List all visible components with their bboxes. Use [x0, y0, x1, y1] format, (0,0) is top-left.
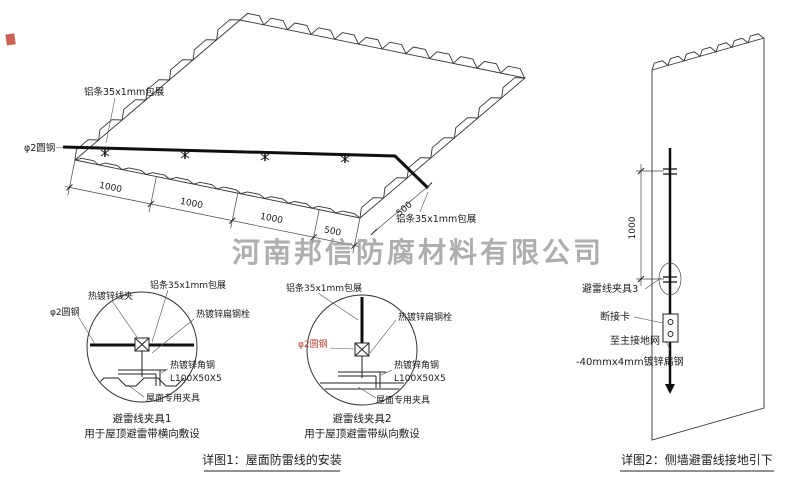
label-disconnect-card: 断接卡: [600, 310, 630, 323]
dimension-extension-lines: [67, 159, 361, 254]
dim-label-500-bottom: 500: [323, 225, 342, 238]
red-stamp-mark: [5, 33, 16, 46]
label-round-steel-detail-1: φ2圆钢: [50, 306, 80, 318]
label-angle-steel-spec-1: L100X50X5: [170, 374, 222, 384]
leader-round-steel-roof: [55, 146, 65, 149]
label-roof-fixture-2: 屋面专用夹具: [376, 394, 430, 406]
side-wall-view: 1000 避雷线夹具3 断接卡 至主接地网 -40mmx4mm镀锌扁钢: [576, 33, 765, 441]
label-roof-fixture-1: 屋面专用夹具: [146, 392, 200, 404]
roof-sheet-base: [75, 20, 525, 218]
roof-cable-clamps: [100, 147, 350, 163]
roof-front-eave-profile: [74, 157, 360, 218]
dim-label-1000-wall: 1000: [628, 216, 638, 239]
clamp2-usage: 用于屋顶避雷带纵向敷设: [304, 427, 420, 440]
label-wire-clamp-1: 热镀锌线夹: [88, 290, 133, 302]
dim-label-1000-3: 1000: [259, 212, 284, 226]
roof-annotations: 铝条35x1mm包展 φ2圆钢 铝条35x1mm包展: [24, 86, 477, 225]
disconnect-card-symbol: [662, 313, 679, 343]
roof-back-edge-profile: [239, 12, 525, 78]
label-alu-strip-detail-2: 铝条35x1mm包展: [286, 282, 362, 294]
detail-circle-1: 热镀锌线夹 铝条35x1mm包展 热镀锌扁钢栓 φ2圆钢 热镀锌角钢 L100X…: [50, 279, 250, 440]
roof-dimensions: 1000 1000 1000 500 500: [64, 159, 433, 254]
detail-1-internals: [90, 337, 194, 387]
label-to-main-ground: 至主接地网: [610, 334, 660, 347]
leader-alu-strip-left: [105, 97, 116, 144]
wall-top-profile: [651, 33, 765, 71]
detail-1-leaders: [77, 289, 195, 398]
clamp1-title: 避雷线夹具1: [112, 412, 171, 425]
detail-2-internals: [320, 297, 404, 390]
dimension-ticks: [66, 184, 358, 249]
label-angle-steel-2: 热镀锌角钢: [394, 359, 439, 371]
angle-steel-detail-2: [338, 371, 386, 388]
dimension-ticks-right: [370, 182, 433, 236]
clamp-x-1b: [134, 337, 150, 352]
label-round-steel-detail-2: φ2圆钢: [298, 338, 328, 350]
roof-right-end-profile: [359, 77, 526, 219]
caption-detail-1: 详图1：屋面防雷线的安装: [202, 452, 342, 467]
label-flat-steel-bolt-1: 热镀锌扁钢栓: [196, 308, 250, 320]
roof-profile-section-1: [95, 377, 185, 387]
label-round-steel-roof: φ2圆钢: [24, 142, 55, 154]
label-clamp3: 避雷线夹具3: [582, 282, 638, 295]
company-watermark: 河南邦信防腐材料有限公司: [232, 236, 604, 269]
dimension-line-right: [373, 185, 430, 233]
roof-isometric-view: [62, 12, 526, 219]
wall-dimension: 1000: [628, 164, 664, 286]
lightning-cable-roof: [62, 145, 430, 190]
caption-detail-2: 详图2：侧墙避雷线接地引下: [621, 452, 773, 467]
wall-corrugation: [651, 37, 765, 441]
clamp2-title: 避雷线夹具2: [332, 412, 391, 425]
detail-2-leaders: [317, 292, 397, 399]
detail-circle-2: 铝条35x1mm包展 热镀锌扁钢栓 φ2圆钢 热镀锌角钢 L100X50X5 屋…: [286, 282, 452, 440]
wall-leaders: [633, 277, 671, 362]
angle-steel-detail-1: [118, 369, 166, 386]
clamp1-usage: 用于屋顶避雷带横向敷设: [84, 427, 200, 440]
ground-arrowhead: [665, 384, 675, 394]
label-alu-strip-detail-1: 铝条35x1mm包展: [150, 279, 226, 291]
dim-label-1000-1: 1000: [98, 181, 123, 195]
label-alu-strip-left: 铝条35x1mm包展: [84, 86, 165, 98]
label-angle-steel-spec-2: L100X50X5: [394, 374, 446, 384]
captions: 详图1：屋面防雷线的安装 详图2：侧墙避雷线接地引下: [202, 452, 774, 472]
label-angle-steel-1: 热镀锌角钢: [170, 359, 215, 371]
label-alu-strip-right: 铝条35x1mm包展: [396, 213, 477, 225]
dim-label-1000-2: 1000: [179, 197, 204, 211]
dimension-line-bottom: [64, 186, 360, 247]
roof-left-end-profile: [74, 19, 241, 161]
leader-alu-strip-right: [419, 191, 429, 213]
wall-cable-clamps: [663, 168, 677, 283]
label-flat-steel-bolt-2: 热镀锌扁钢栓: [398, 311, 452, 323]
label-flat-steel: -40mmx4mm镀锌扁钢: [576, 355, 684, 368]
wall-base: [652, 38, 764, 440]
clamp-x-2b: [354, 342, 370, 357]
